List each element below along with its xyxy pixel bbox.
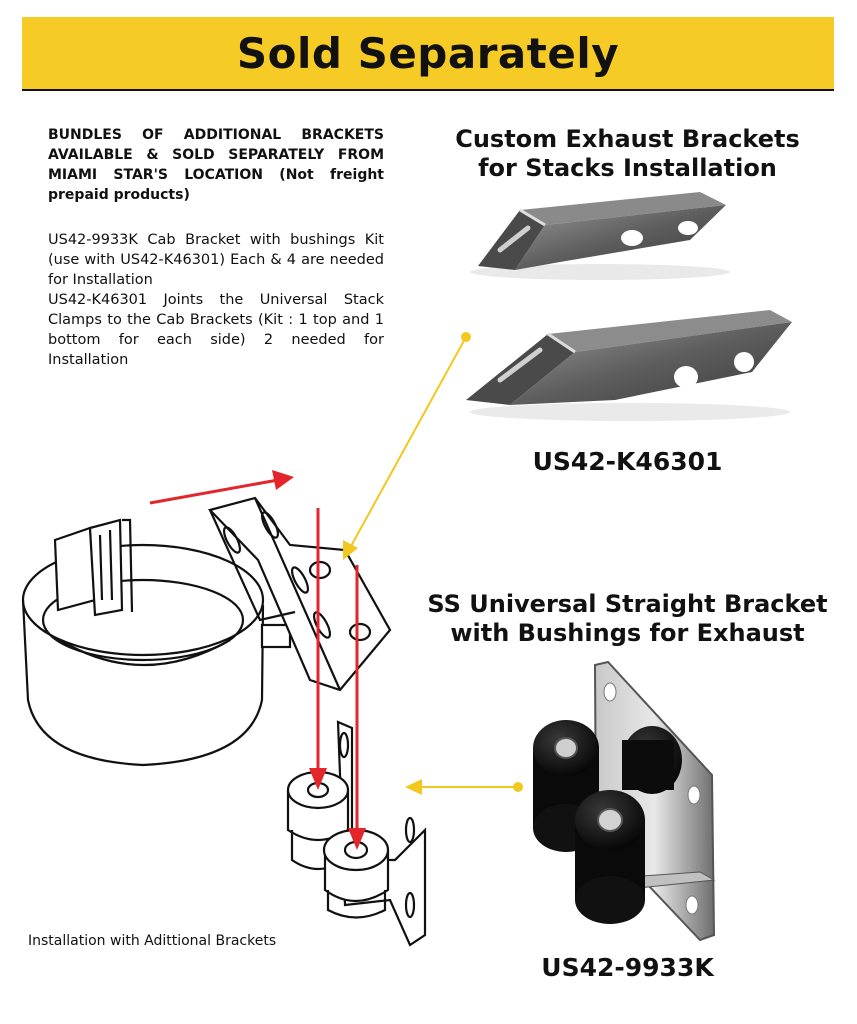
product-1-part-number: US42-K46301 <box>532 447 723 476</box>
banner-underline <box>22 89 834 91</box>
product-2-part-number: US42-9933K <box>541 953 714 982</box>
red-arrows <box>149 470 366 850</box>
description-line-2: US42-K46301 Joints the Universal Stack C… <box>48 292 384 368</box>
description: US42-9933K Cab Bracket with bushings Kit… <box>48 230 384 370</box>
intro-text: BUNDLES OF ADDITIONAL BRACKETS AVAILABLE… <box>48 127 384 203</box>
product-1-heading: Custom Exhaust Brackets for Stacks Insta… <box>455 125 800 182</box>
installation-drawing <box>21 496 427 947</box>
banner-title: Sold Separately <box>236 28 620 78</box>
yellow-pointers <box>343 332 523 795</box>
product-2-heading: SS Universal Straight Bracket with Bushi… <box>427 590 828 647</box>
bracket-9933k-photo <box>533 660 716 942</box>
sold-separately-banner: Sold Separately <box>22 17 834 89</box>
installation-caption: Installation with Adittional Brackets <box>28 933 277 949</box>
bracket-k46301-photo-top <box>470 192 730 280</box>
description-line-1: US42-9933K Cab Bracket with bushings Kit… <box>48 232 384 288</box>
bracket-k46301-photo-bottom <box>466 310 792 421</box>
